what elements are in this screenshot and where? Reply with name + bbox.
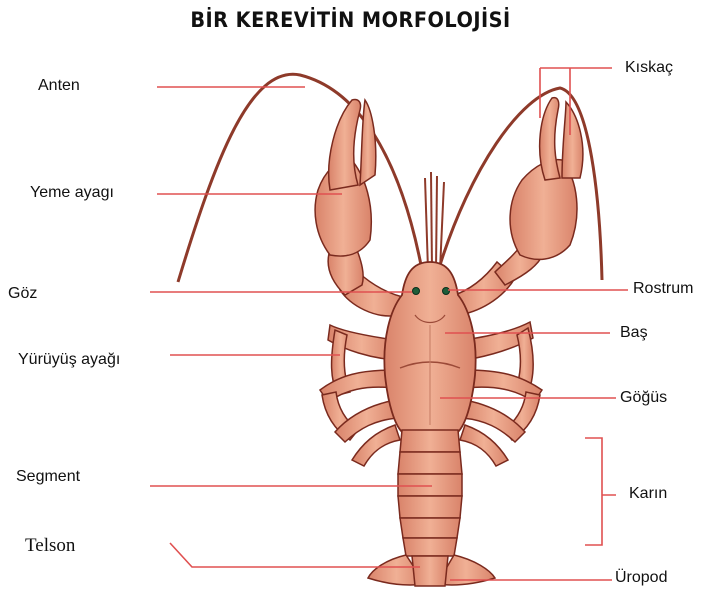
left-antenna [178,74,421,282]
label-bas: Baş [620,324,648,342]
label-yuruyus-ayagi: Yürüyüş ayağı [18,351,120,369]
tail-fan [368,555,495,586]
left-cheliped [315,99,408,315]
right-eye [443,288,450,295]
label-segment: Segment [16,468,80,486]
antennules [425,172,444,270]
left-eye [413,288,420,295]
abdomen [398,430,462,556]
label-yeme-ayagi: Yeme ayagı [30,184,114,202]
label-gogus: Göğüs [620,389,667,407]
label-karin: Karın [629,485,667,503]
label-telson: Telson [25,535,75,557]
label-goz: Göz [8,285,37,303]
right-cheliped [452,98,583,315]
label-anten: Anten [38,77,80,95]
label-uropod: Üropod [615,569,667,587]
label-rostrum: Rostrum [633,280,693,298]
label-kiskac: Kıskaç [625,59,673,77]
